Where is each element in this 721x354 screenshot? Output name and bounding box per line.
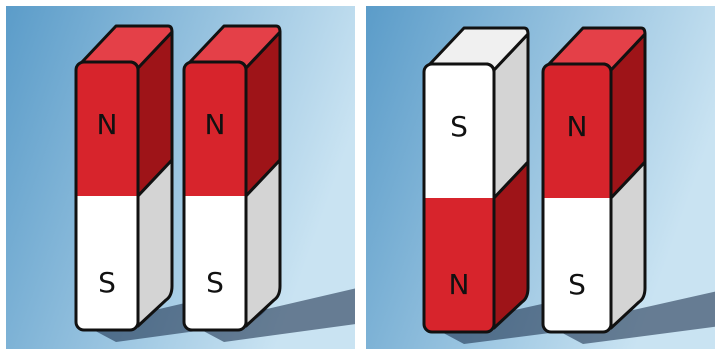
bottom-pole-label: S — [98, 266, 116, 299]
magnet-side-bottom — [609, 160, 647, 330]
bottom-pole-label: S — [206, 266, 224, 299]
panel-background — [6, 6, 355, 349]
magnet-front-bottom-half — [424, 198, 494, 332]
top-pole-label: N — [567, 110, 588, 143]
magnet-front-top-half — [543, 64, 611, 198]
magnet-front-top-half — [76, 62, 138, 196]
bottom-pole-label: N — [449, 268, 470, 301]
top-pole-label: N — [205, 108, 226, 141]
magnet-2: NS — [541, 26, 715, 344]
magnet-outline — [422, 62, 496, 334]
magnet-front-bottom-half — [76, 196, 138, 330]
magnet-2: NS — [182, 24, 355, 342]
panel-background — [366, 6, 715, 349]
magnet-front-bottom-half — [184, 196, 246, 330]
magnet-side-bottom — [244, 158, 282, 328]
magnet-side-bottom — [492, 160, 530, 330]
magnet-front-top-half — [184, 62, 246, 196]
magnet-1: NS — [74, 24, 271, 342]
magnet-outline — [74, 60, 140, 332]
magnet-front-bottom-half — [543, 198, 611, 332]
magnet-side-bottom — [136, 158, 174, 328]
magnet-outline — [541, 62, 613, 334]
magnet-outline — [182, 60, 248, 332]
top-pole-label: S — [450, 110, 468, 143]
top-pole-label: N — [97, 108, 118, 141]
magnet-front-top-half — [424, 64, 494, 198]
bottom-pole-label: S — [568, 268, 586, 301]
